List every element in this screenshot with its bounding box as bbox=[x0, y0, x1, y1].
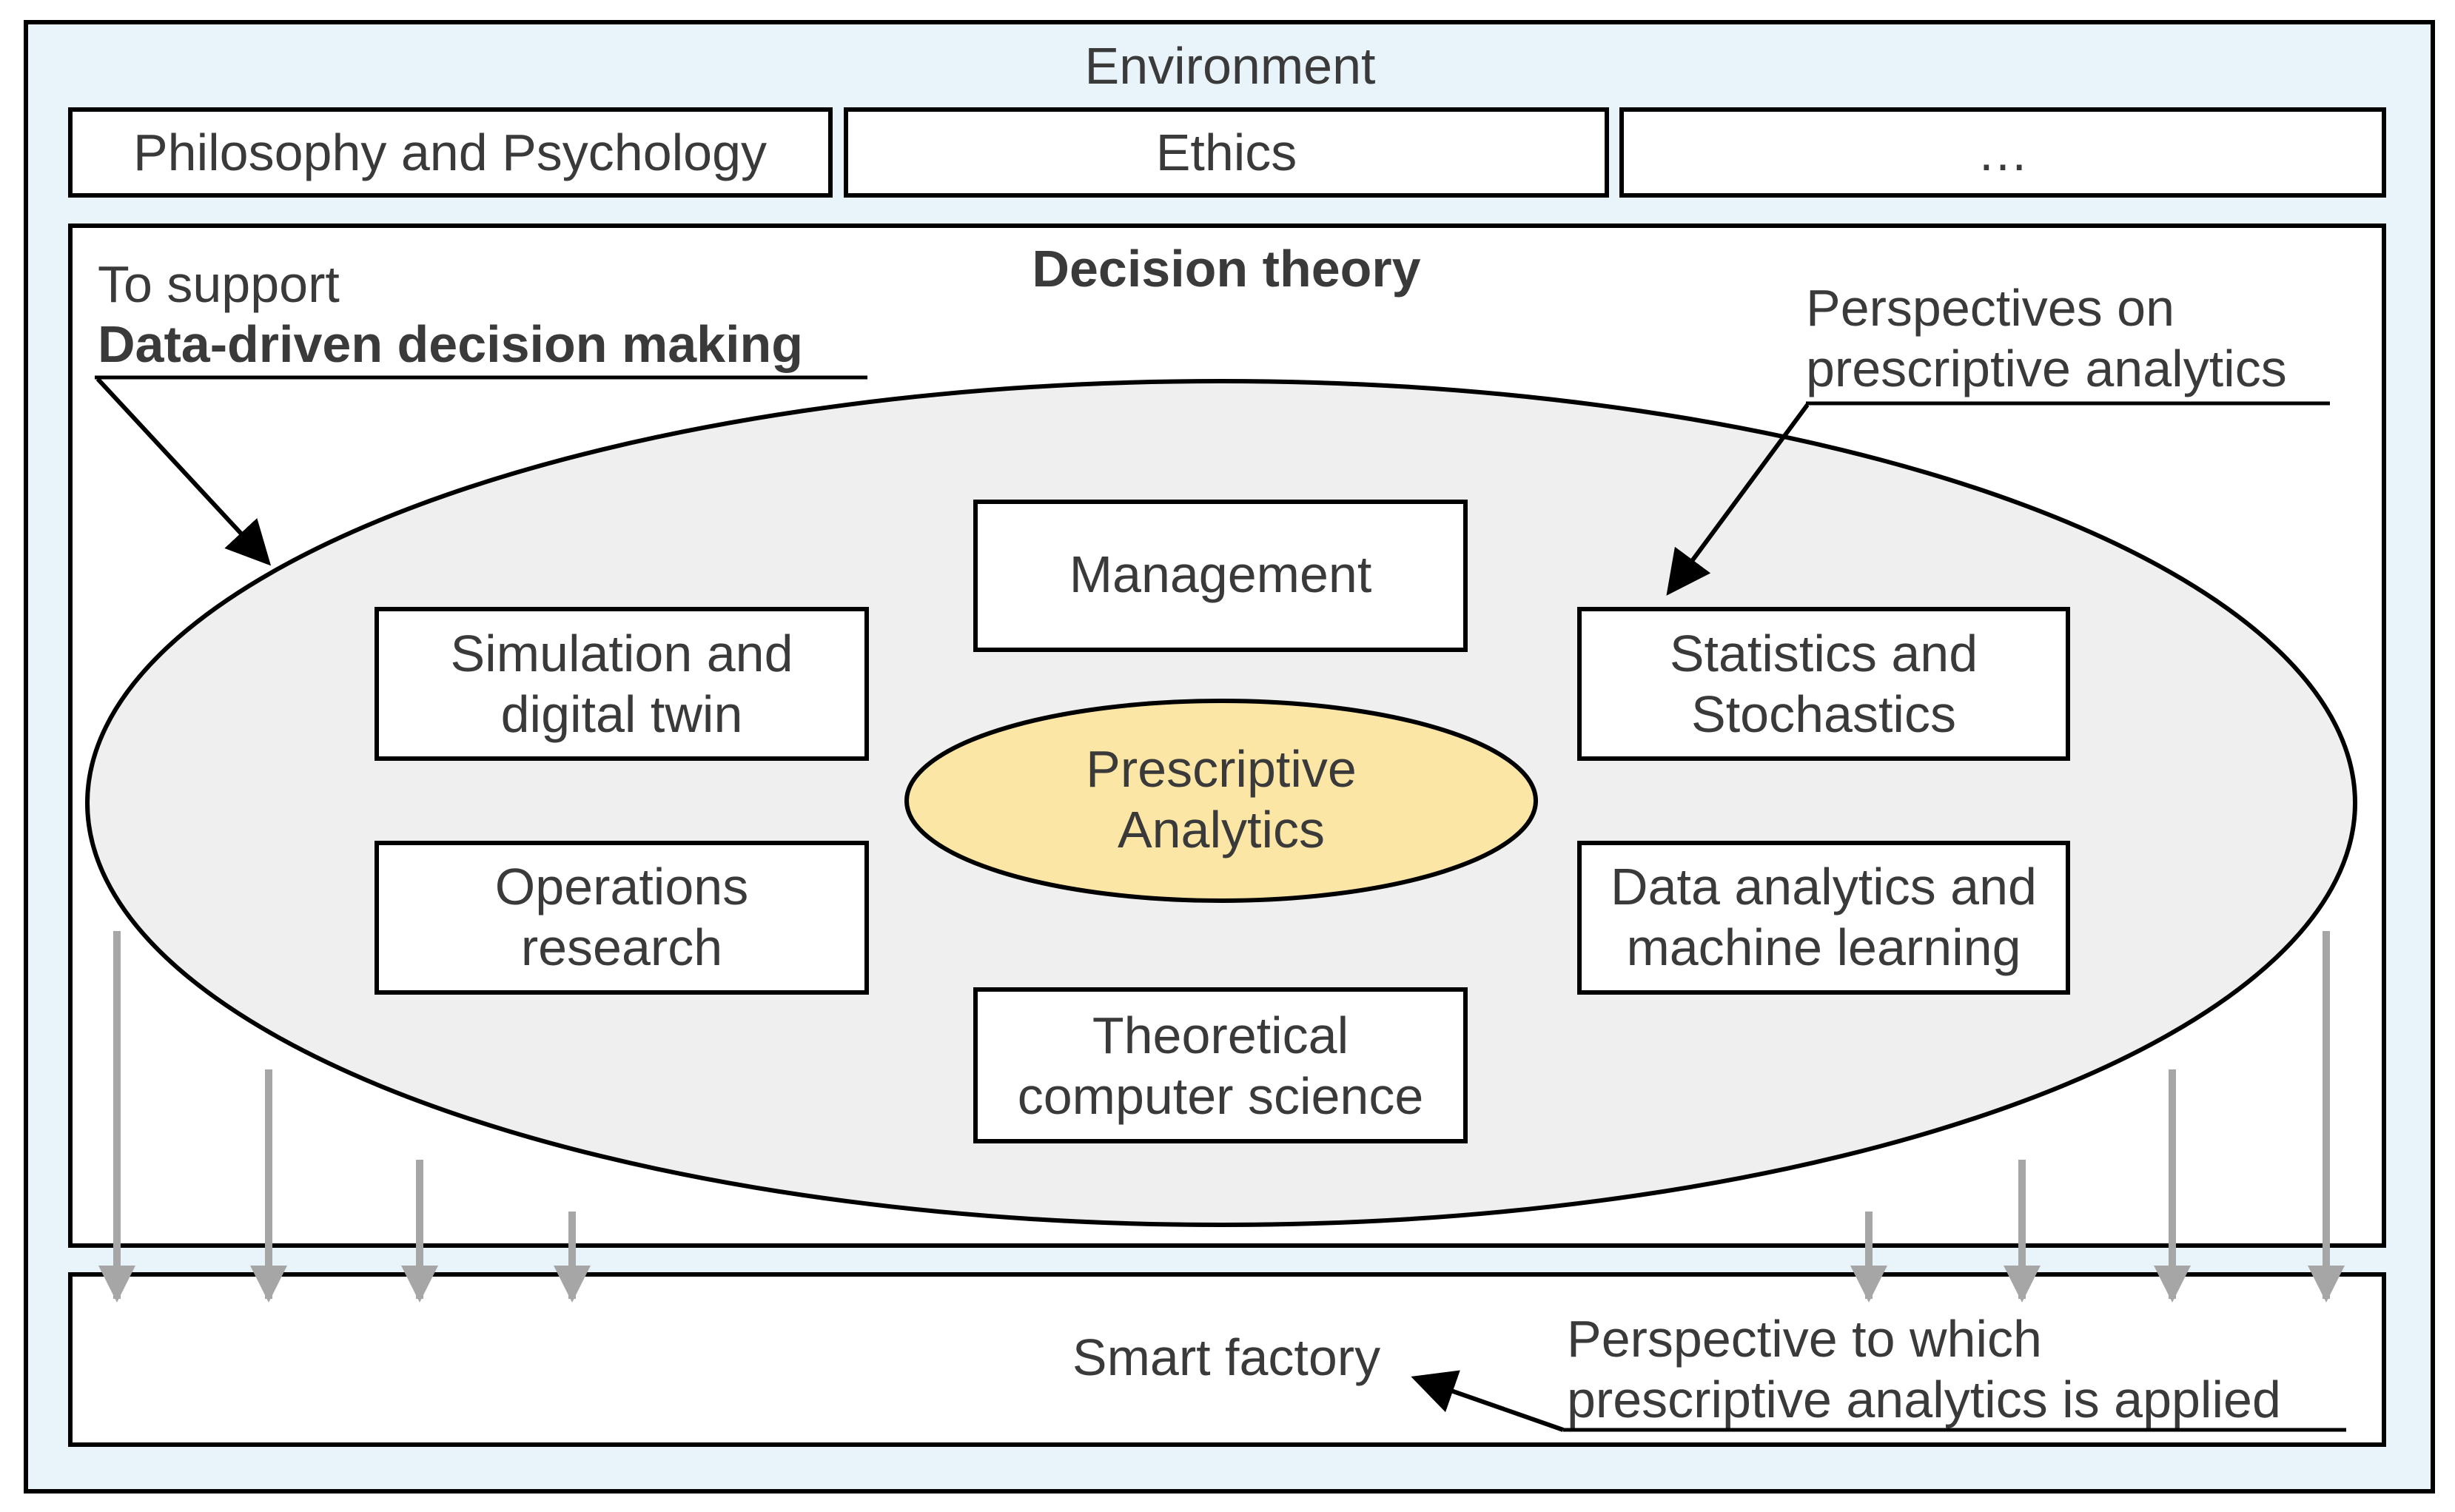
ellipsis-label: … bbox=[1977, 124, 2029, 181]
philosophy-box bbox=[68, 107, 833, 198]
smart-factory-frame bbox=[68, 1272, 2386, 1447]
operations-box bbox=[375, 841, 869, 995]
theoretical-box bbox=[973, 987, 1468, 1143]
data-analytics-label: Data analytics and machine learning bbox=[1611, 858, 2037, 976]
applied-label: Perspective to which prescriptive analyt… bbox=[1567, 1310, 2281, 1428]
ethics-label: Ethics bbox=[1155, 124, 1297, 181]
statistics-box bbox=[1577, 607, 2070, 761]
ellipsis-box bbox=[1619, 107, 2386, 198]
perspectives-arrow bbox=[1666, 403, 1810, 596]
support-arrow bbox=[95, 377, 272, 566]
decision-theory-title: Decision theory bbox=[1032, 240, 1421, 298]
management-box bbox=[973, 500, 1468, 652]
gray-arrows bbox=[98, 931, 2345, 1303]
applied-arrow bbox=[1411, 1370, 1564, 1432]
data-analytics-box bbox=[1577, 841, 2070, 995]
simulation-label: Simulation and digital twin bbox=[450, 625, 793, 743]
support-label-line1: To support bbox=[98, 255, 340, 313]
ethics-box bbox=[844, 107, 1609, 198]
operations-label: Operations research bbox=[494, 858, 749, 976]
statistics-label: Statistics and Stochastics bbox=[1669, 625, 1978, 743]
philosophy-label: Philosophy and Psychology bbox=[132, 124, 768, 181]
prescriptive-analytics-label: Prescriptive Analytics bbox=[1086, 740, 1357, 859]
prescriptive-analytics-ellipse bbox=[904, 699, 1538, 903]
theoretical-label: Theoretical computer science bbox=[1017, 1007, 1424, 1125]
environment-title: Environment bbox=[1084, 37, 1376, 95]
smart-factory-label: Smart factory bbox=[1072, 1328, 1381, 1386]
support-label-line2: Data-driven decision making bbox=[98, 315, 804, 373]
simulation-box bbox=[375, 607, 869, 761]
management-label: Management bbox=[1069, 545, 1372, 603]
perspectives-label: Perspectives on prescriptive analytics bbox=[1806, 279, 2287, 397]
